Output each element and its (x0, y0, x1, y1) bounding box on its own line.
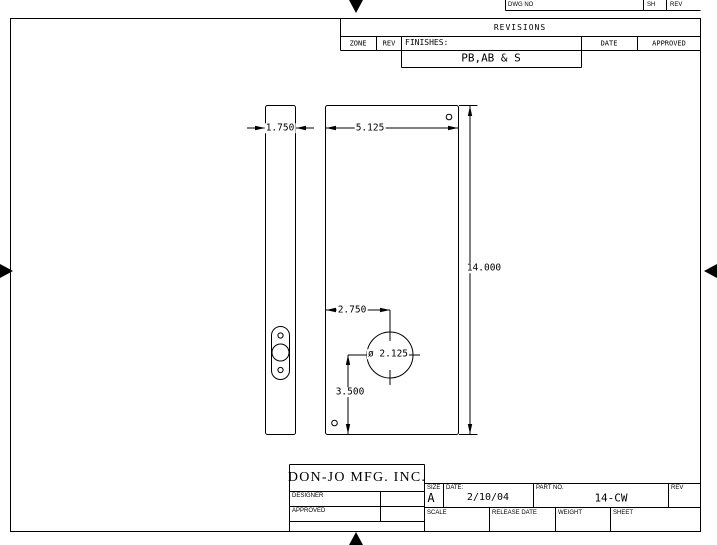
approved-label: APPROVED (292, 508, 326, 514)
date-label: DATE: (446, 485, 464, 491)
dim-hole-diameter: ø 2.125 (366, 348, 410, 360)
center-mark-bottom (349, 532, 363, 545)
finishes-value: PB,AB & S (461, 51, 521, 65)
center-mark-right (704, 264, 717, 278)
latch-faceplate-outline (271, 326, 290, 380)
faceplate-screw-top (277, 332, 284, 339)
size-label: SIZE (427, 485, 441, 491)
plate-edge-outline (265, 105, 296, 435)
revisions-col-rev: REV (382, 39, 396, 48)
dim-plate-height: 14.000 (465, 262, 503, 274)
screw-hole-top-right (445, 113, 453, 121)
revisions-col-approved: APPROVED (652, 39, 686, 48)
sheet-frame-lines (10, 0, 701, 532)
dim-hole-offset: 2.750 (336, 304, 368, 316)
revisions-title: REVISIONS (493, 23, 547, 32)
scale-label: SCALE (427, 510, 447, 516)
rev-label-top: REV (670, 2, 683, 8)
weight-label: WEIGHT (558, 510, 582, 516)
faceplate-screw-bottom (277, 366, 284, 374)
part-views (265, 105, 459, 435)
rev-label: REV (671, 485, 684, 491)
designer-label: DESIGNER (292, 493, 324, 499)
screw-hole-bottom-left (331, 419, 338, 427)
center-mark-top (349, 0, 363, 13)
part-no-label: PART NO. (536, 485, 564, 491)
date-value: 2/10/04 (466, 492, 510, 503)
dim-edge-width: 1.750 (264, 122, 296, 134)
revisions-col-zone: ZONE (349, 39, 367, 48)
center-mark-left (0, 264, 13, 278)
dim-hole-bottom-offset: 3.500 (334, 386, 366, 398)
latch-bolt-circle (271, 343, 290, 362)
dim-plate-width: 5.125 (354, 122, 386, 134)
finishes-label: FINISHES: (405, 38, 449, 47)
sheet-border (10, 18, 701, 532)
release-date-label: RELEASE DATE (492, 510, 537, 516)
sheet-label: SHEET (613, 510, 634, 516)
dwg-no-label: DWG NO (508, 2, 534, 8)
company-name: DON-JO MFG. INC. (287, 470, 427, 485)
dimension-lines (247, 105, 478, 435)
revisions-col-date: DATE (600, 39, 618, 48)
title-block-lines (289, 464, 701, 532)
sheet-no-label: SH (647, 2, 656, 8)
size-value: A (427, 491, 435, 505)
part-no-value: 14-CW (594, 491, 628, 505)
plate-front-outline (325, 105, 459, 435)
